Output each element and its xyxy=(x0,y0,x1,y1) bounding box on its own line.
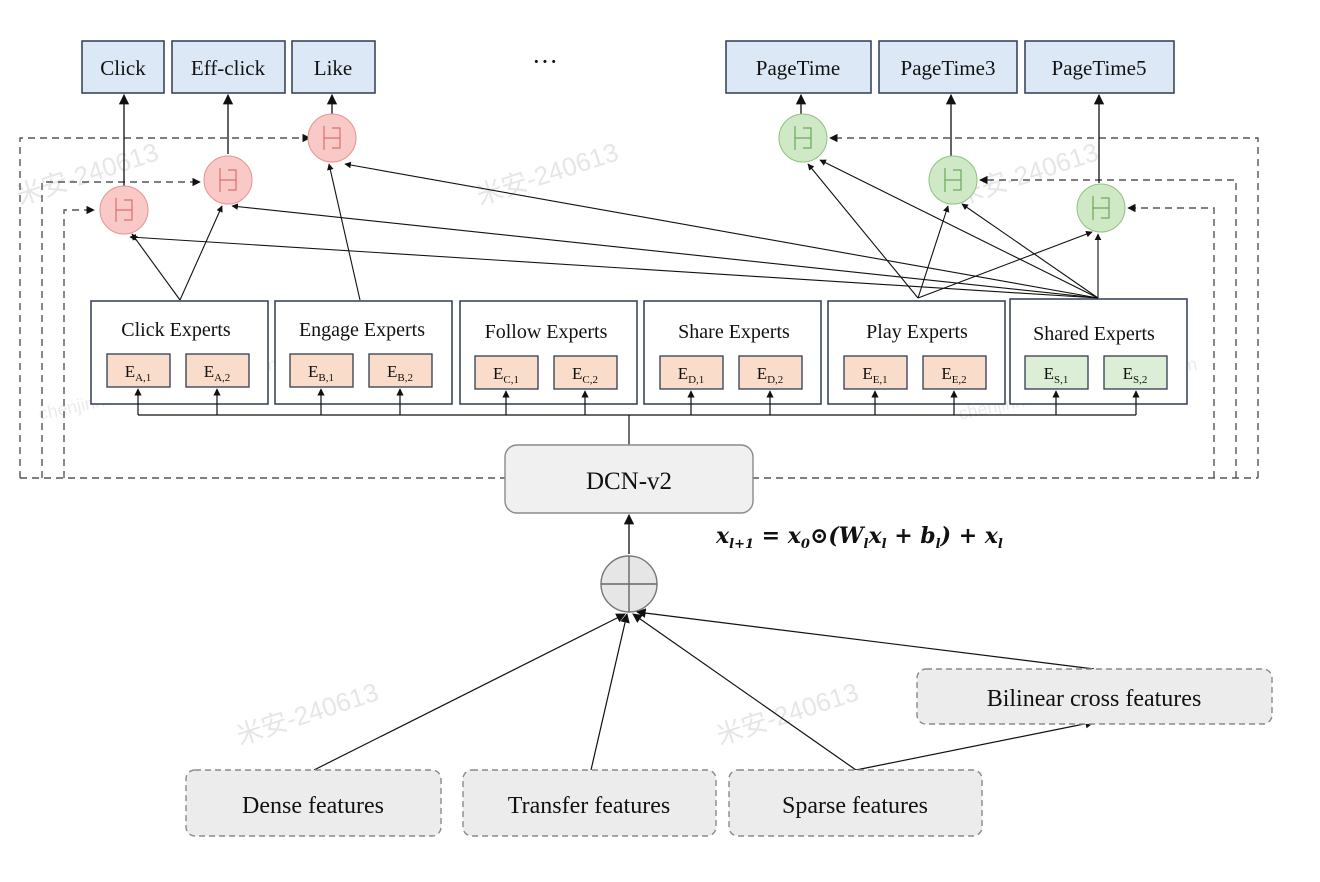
watermark-text: 米安-240613 xyxy=(713,677,862,751)
task-like: Like xyxy=(291,40,376,94)
expert-group-label: Play Experts xyxy=(866,321,968,343)
transfer-features-box: Transfer features xyxy=(462,769,717,837)
expert-s1-label: ES,1 xyxy=(1044,364,1069,386)
expert-s2-label: ES,2 xyxy=(1123,364,1148,386)
task-label: PageTime5 xyxy=(1052,56,1147,80)
expert-a1-label: EA,1 xyxy=(125,362,152,384)
expert-group-label: Share Experts xyxy=(678,321,790,343)
task-pagetime5: PageTime5 xyxy=(1024,40,1175,94)
sparse-features-box: Sparse features xyxy=(728,769,983,837)
gate-icon xyxy=(323,126,341,150)
dcn-v2-label: DCN-v2 xyxy=(586,468,672,495)
expert-to-gate-arrows xyxy=(129,159,1102,301)
task-pagetime: PageTime xyxy=(725,40,872,94)
expert-c2-label: EC,2 xyxy=(572,364,598,386)
gate-icon xyxy=(794,126,812,150)
dense-features-box: Dense features xyxy=(185,769,442,837)
task-label: Eff-click xyxy=(191,56,266,80)
bilinear-features-label: Bilinear cross features xyxy=(987,686,1202,712)
gate-pagetime3 xyxy=(928,155,978,205)
task-label: PageTime3 xyxy=(901,56,996,80)
expert-d2-label: ED,2 xyxy=(757,364,784,386)
dcn-formula: xl+1 = x0⊙(Wlxl + bl) + xl xyxy=(715,523,1003,552)
task-row: Click Eff-click Like ··· PageTime PageTi… xyxy=(81,40,1175,94)
expert-d1-label: ED,1 xyxy=(678,364,705,386)
expert-group-click: Click Experts EA,1 EA,2 xyxy=(90,300,269,405)
expert-e1-label: EE,1 xyxy=(862,364,887,386)
bilinear-features-box: Bilinear cross features xyxy=(916,668,1273,725)
task-eff-click: Eff-click xyxy=(171,40,286,94)
expert-group-engage: Engage Experts EB,1 EB,2 xyxy=(274,300,453,405)
gate-pagetime5 xyxy=(1076,183,1126,233)
dcn-to-experts-bus xyxy=(134,388,1140,445)
features-row: Dense features Transfer features Sparse … xyxy=(185,668,1273,837)
gate-pagetime xyxy=(778,113,828,163)
expert-group-label: Follow Experts xyxy=(485,321,608,343)
expert-group-shared: Shared Experts ES,1 ES,2 xyxy=(1009,298,1188,405)
gate-to-task-arrows xyxy=(118,93,1105,186)
feature-to-concat-arrows xyxy=(313,608,1095,771)
expert-group-follow: Follow Experts EC,1 EC,2 xyxy=(459,300,638,405)
task-pagetime3: PageTime3 xyxy=(878,40,1018,94)
sparse-features-label: Sparse features xyxy=(782,793,928,819)
expert-groups-row: Click Experts EA,1 EA,2 Engage Experts E… xyxy=(90,298,1188,405)
task-label: Like xyxy=(314,56,352,80)
expert-group-label: Shared Experts xyxy=(1033,323,1155,345)
watermark-layer: 米安-240613 米安-240613 米安-240613 米安-240613 … xyxy=(13,137,1199,751)
dcn-v2-block: DCN-v2 xyxy=(504,444,754,514)
expert-b2-label: EB,2 xyxy=(387,362,413,384)
gate-icon xyxy=(219,168,237,192)
watermark-text: 米安-240613 xyxy=(233,677,382,751)
expert-a2-label: EA,2 xyxy=(204,362,231,384)
concat-operator xyxy=(600,555,658,613)
task-click: Click xyxy=(81,40,165,94)
expert-group-label: Engage Experts xyxy=(299,319,425,341)
task-label: PageTime xyxy=(756,56,840,80)
expert-group-label: Click Experts xyxy=(121,319,231,341)
expert-c1-label: EC,1 xyxy=(493,364,519,386)
expert-e2-label: EE,2 xyxy=(941,364,966,386)
expert-group-play: Play Experts EE,1 EE,2 xyxy=(827,300,1006,405)
expert-group-share: Share Experts ED,1 ED,2 xyxy=(643,300,822,405)
gate-icon xyxy=(115,198,133,222)
gate-layer xyxy=(99,113,1126,235)
gate-click xyxy=(99,185,149,235)
task-ellipsis: ··· xyxy=(532,47,558,76)
gate-icon xyxy=(1092,196,1110,220)
dense-features-label: Dense features xyxy=(242,793,384,819)
gate-icon xyxy=(944,168,962,192)
gate-like xyxy=(307,113,357,163)
transfer-features-label: Transfer features xyxy=(508,793,670,819)
task-label: Click xyxy=(100,56,146,80)
expert-b1-label: EB,1 xyxy=(308,362,334,384)
gate-eff-click xyxy=(203,155,253,205)
